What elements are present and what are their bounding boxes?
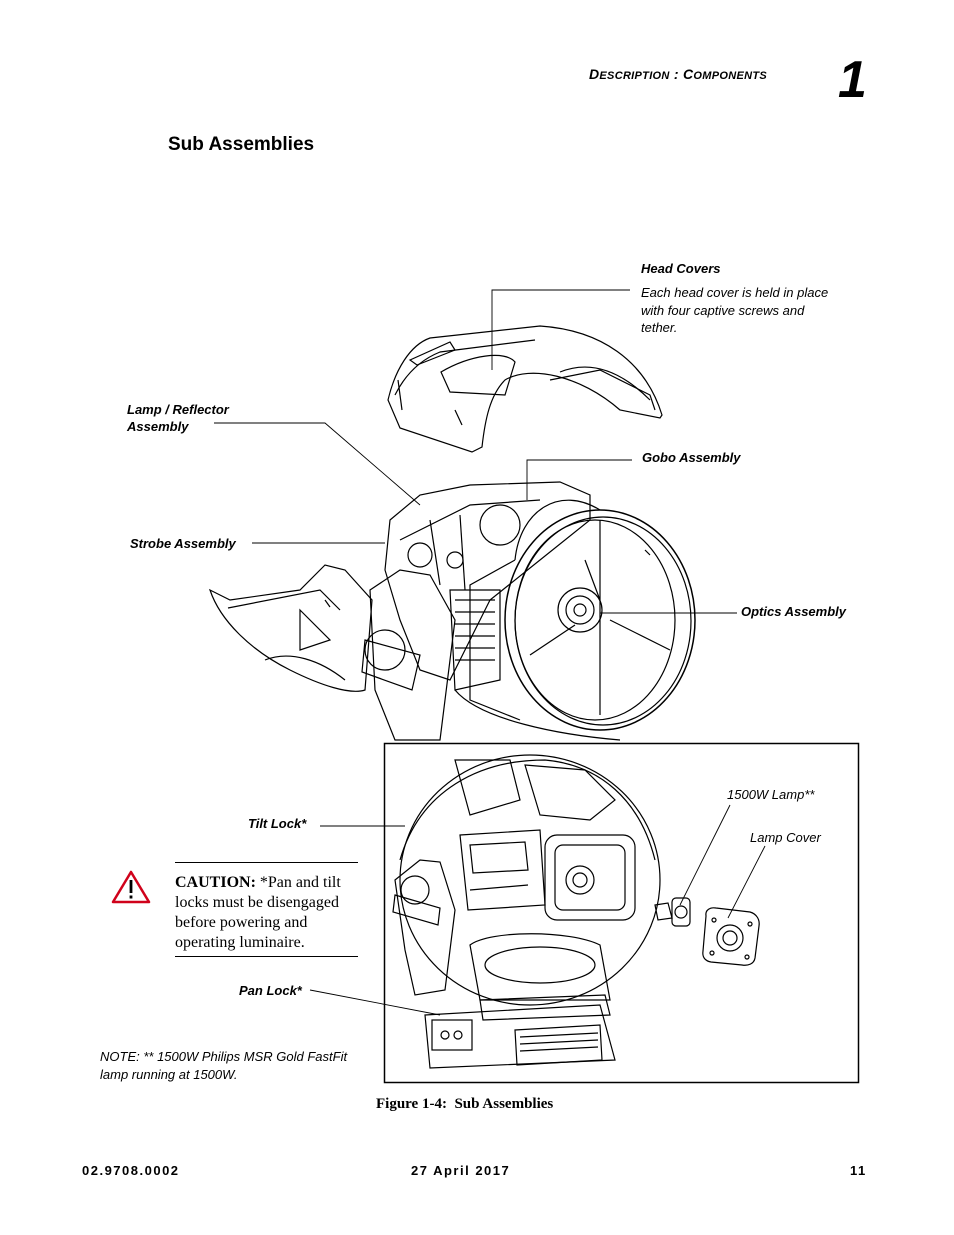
label-pan-lock: Pan Lock* (239, 983, 302, 998)
head-covers-note: Each head cover is held in place with fo… (641, 285, 829, 335)
footer-doc-number: 02.9708.0002 (82, 1163, 180, 1178)
label-tilt-lock: Tilt Lock* (248, 816, 307, 831)
caution-text: CAUTION: *Pan and tilt locks must be dis… (175, 874, 341, 951)
head-body-drawing (384, 481, 591, 691)
leader-1500w-lamp (679, 804, 731, 906)
head-cover-drawing (387, 325, 663, 453)
leader-head-covers (491, 289, 630, 370)
footer-page-number: 11 (850, 1163, 867, 1178)
label-lamp-reflector: Lamp / Reflector Assembly (127, 402, 229, 434)
caution-bottom-rule (175, 956, 358, 957)
figure-caption: Figure 1-4: Sub Assemblies (376, 1096, 554, 1112)
label-gobo-assembly: Gobo Assembly (642, 450, 741, 465)
yoke-arm-drawing (361, 569, 621, 741)
leader-pan-lock (309, 989, 441, 1016)
leader-lamp-reflector (214, 422, 421, 506)
caution-top-rule (175, 862, 358, 863)
inset-frame (383, 742, 860, 1084)
leader-gobo (526, 459, 632, 500)
side-cover-drawing (208, 564, 373, 692)
caution-icon (111, 870, 151, 904)
label-strobe-assembly: Strobe Assembly (130, 536, 236, 551)
inset-fixture-drawing (392, 754, 760, 1069)
optics-drum-drawing (469, 499, 696, 731)
label-1500w-lamp: 1500W Lamp** (727, 787, 815, 802)
lamp-note: NOTE: ** 1500W Philips MSR Gold FastFit … (100, 1049, 348, 1082)
page-title: Sub Assemblies (168, 134, 315, 155)
label-lamp-cover: Lamp Cover (750, 830, 821, 845)
section-header: DESCRIPTION : COMPONENTS (589, 66, 768, 82)
chapter-number: 1 (838, 51, 867, 109)
label-optics-assembly: Optics Assembly (741, 604, 847, 619)
label-head-covers: Head Covers (641, 261, 721, 276)
leader-lamp-cover (727, 845, 766, 919)
footer-date: 27 April 2017 (411, 1163, 511, 1178)
